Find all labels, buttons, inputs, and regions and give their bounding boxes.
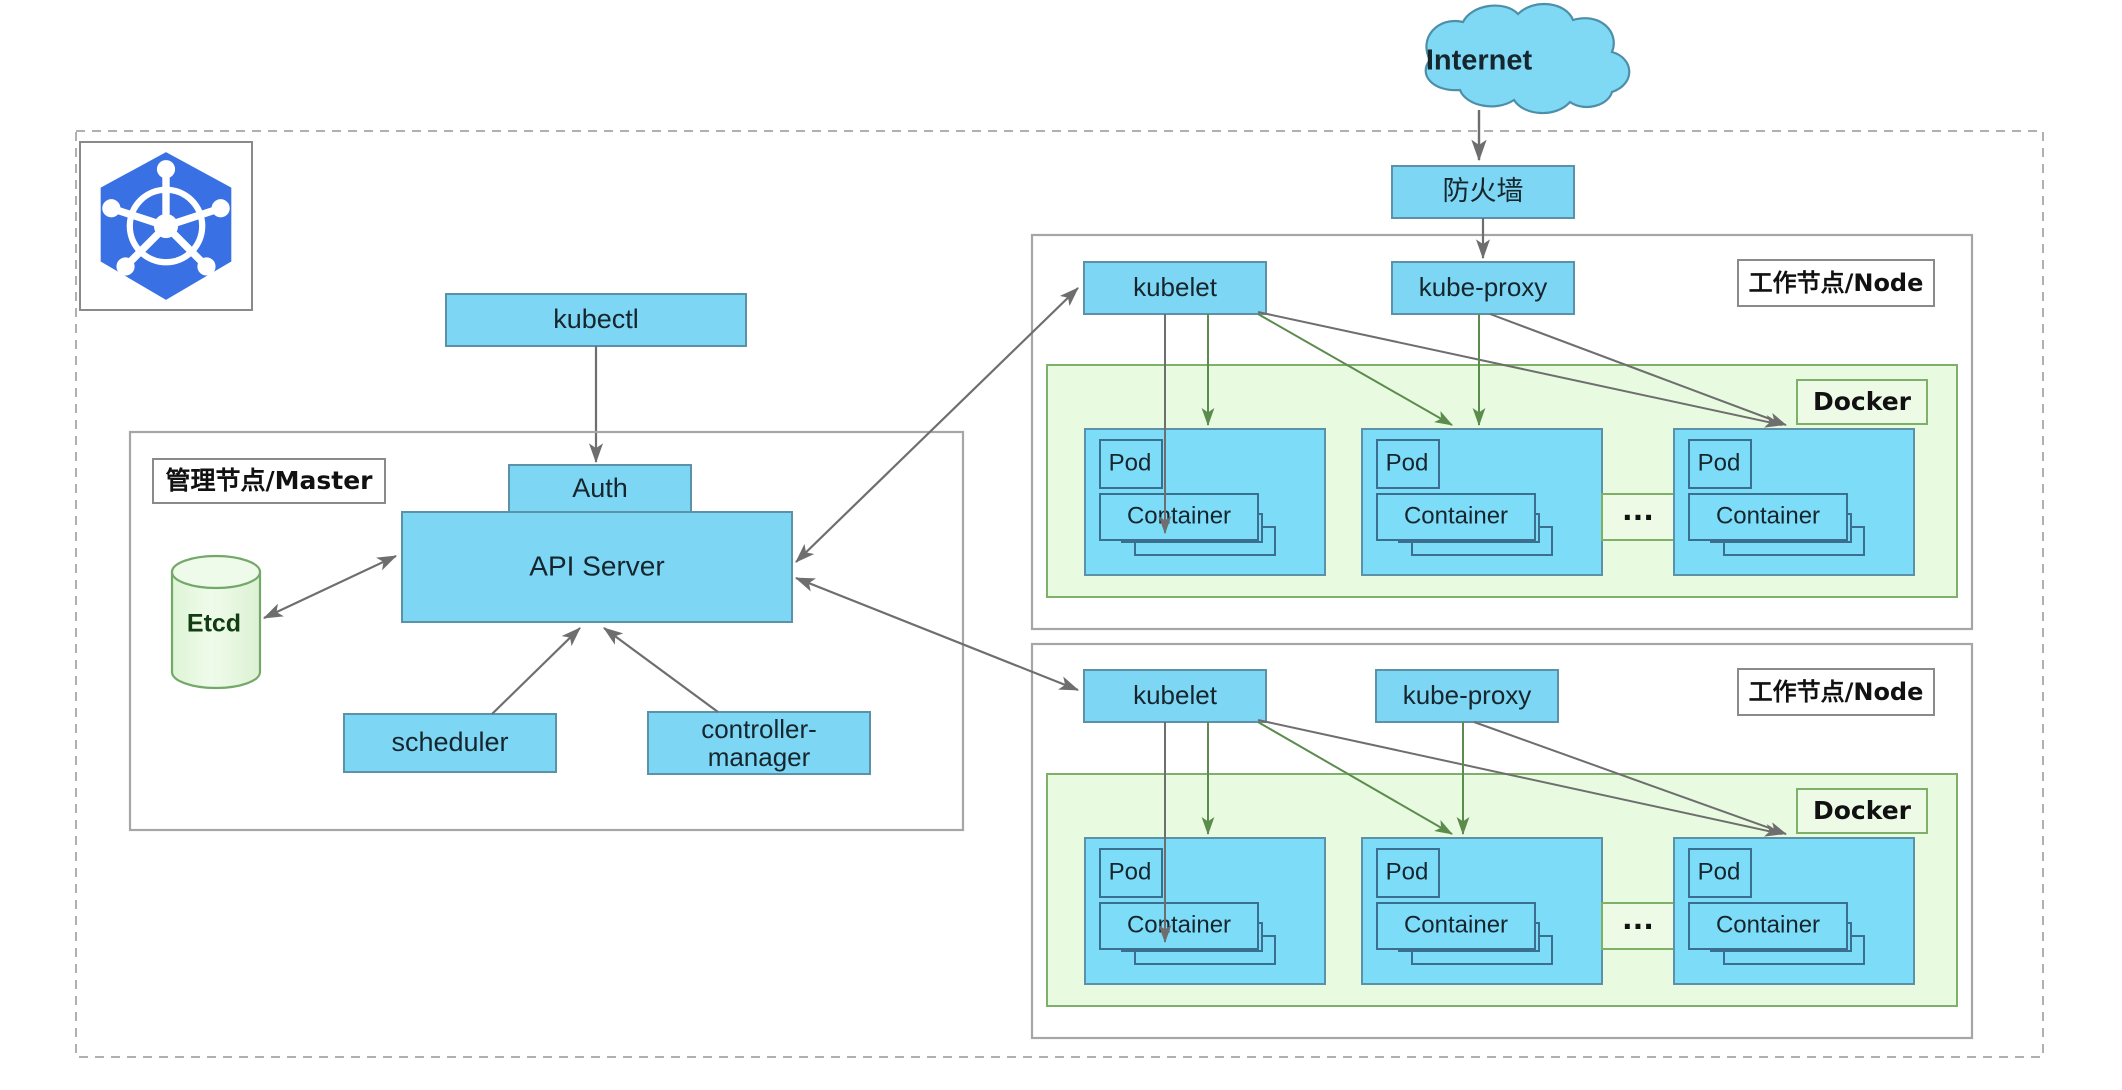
node2-pod-3-label: Pod — [1698, 858, 1741, 885]
node2-pod-1-container-label: Container — [1127, 911, 1231, 938]
node2-kube-proxy-box: kube-proxy — [1375, 669, 1559, 723]
controller-manager-label-line1: controller- — [701, 714, 817, 744]
controller-manager-box: controller- manager — [647, 711, 871, 775]
node2-docker-label-box: Docker — [1796, 788, 1928, 834]
arrow-apiserver-to-node1-kubelet — [795, 287, 1079, 563]
internet-cloud: Internet — [1424, 2, 1631, 115]
kubectl-label: kubectl — [553, 304, 639, 334]
master-node-label-box: 管理节点/Master — [152, 458, 386, 504]
node1-docker-label: Docker — [1813, 387, 1912, 416]
node2-pod-3-container-label: Container — [1716, 911, 1820, 938]
node1-kubelet-box: kubelet — [1083, 261, 1267, 315]
arrow-node2-kubeproxy-to-pod3 — [1473, 721, 1787, 835]
arrow-apiserver-to-node2-kubelet — [794, 576, 1080, 692]
node1-pod-2-container-label: Container — [1404, 502, 1508, 529]
worker-node-1-label: 工作节点/Node — [1749, 269, 1924, 297]
node2-pod-3: Pod Container — [1673, 837, 1915, 985]
scheduler-label: scheduler — [391, 727, 508, 757]
node2-kubelet-box: kubelet — [1083, 669, 1267, 723]
firewall-box: 防火墙 — [1391, 165, 1575, 219]
node2-pod-1-label: Pod — [1109, 858, 1152, 885]
node1-pods-ellipsis: ... — [1601, 493, 1675, 541]
arrow-node2-kubelet-to-pod3 — [1257, 719, 1783, 837]
arrow-etcd-apiserver-bidirectional — [263, 555, 397, 619]
node2-docker-label: Docker — [1813, 796, 1912, 825]
node2-pod-1: Pod Container — [1084, 837, 1326, 985]
arrow-node1-kubelet-to-pod3 — [1257, 311, 1783, 428]
node1-pod-1: Pod Container — [1084, 428, 1326, 576]
arrow-controller-manager-to-apiserver — [603, 627, 719, 713]
node2-ellipsis-label: ... — [1622, 903, 1654, 936]
etcd-label: Etcd — [187, 610, 241, 638]
kubectl-box: kubectl — [445, 293, 747, 347]
node1-pod-2-label: Pod — [1386, 449, 1429, 476]
node1-pod-3-container-label: Container — [1716, 502, 1820, 529]
cluster-dashed-boundary — [75, 130, 2044, 1058]
node2-pods-ellipsis: ... — [1601, 902, 1675, 950]
worker-node-2-container — [1030, 642, 1974, 1040]
arrow-node1-kubelet-to-pod2 — [1257, 313, 1453, 426]
auth-label: Auth — [572, 473, 628, 503]
firewall-label: 防火墙 — [1443, 176, 1524, 206]
node1-pod-3: Pod Container — [1673, 428, 1915, 576]
node2-pod-2: Pod Container — [1361, 837, 1603, 985]
node2-kube-proxy-label: kube-proxy — [1403, 680, 1532, 710]
node1-pod-3-label: Pod — [1698, 449, 1741, 476]
etcd-cylinder: Etcd — [170, 554, 262, 690]
node1-kube-proxy-box: kube-proxy — [1391, 261, 1575, 315]
auth-box: Auth — [508, 464, 692, 514]
controller-manager-label-line2: manager — [708, 742, 811, 772]
api-server-label: API Server — [529, 550, 664, 581]
internet-label: Internet — [1426, 45, 1533, 77]
node1-pod-2: Pod Container — [1361, 428, 1603, 576]
worker-node-2-label-box: 工作节点/Node — [1737, 668, 1935, 716]
node2-pod-2-label: Pod — [1386, 858, 1429, 885]
node2-pod-2-container-label: Container — [1404, 911, 1508, 938]
kubernetes-logo — [79, 141, 253, 311]
node1-ellipsis-label: ... — [1622, 494, 1654, 527]
scheduler-box: scheduler — [343, 713, 557, 773]
node1-kube-proxy-label: kube-proxy — [1419, 272, 1548, 302]
node1-docker-label-box: Docker — [1796, 379, 1928, 425]
worker-node-1-label-box: 工作节点/Node — [1737, 259, 1935, 307]
node2-kubelet-label: kubelet — [1133, 680, 1218, 710]
master-node-label: 管理节点/Master — [166, 466, 374, 495]
node1-kubelet-label: kubelet — [1133, 272, 1218, 302]
arrow-node1-kubeproxy-to-pod3 — [1489, 313, 1787, 426]
arrow-scheduler-to-apiserver — [491, 627, 581, 715]
worker-node-2-label: 工作节点/Node — [1749, 678, 1924, 706]
api-server-box: API Server — [401, 511, 793, 623]
node1-pod-1-label: Pod — [1109, 449, 1152, 476]
arrow-node2-kubelet-to-pod2 — [1257, 721, 1453, 835]
node1-pod-1-container-label: Container — [1127, 502, 1231, 529]
